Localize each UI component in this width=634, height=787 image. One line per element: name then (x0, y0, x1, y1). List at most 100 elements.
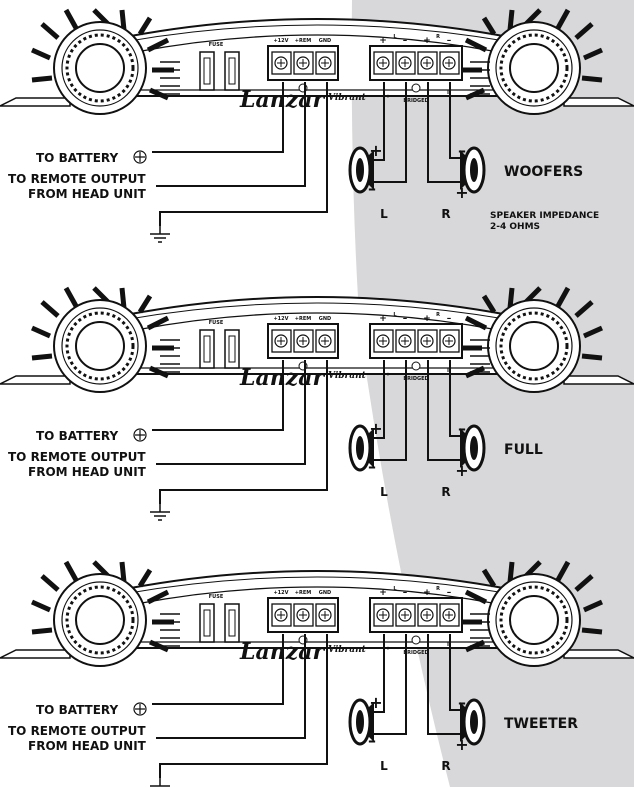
background-shade (351, 0, 634, 787)
remote-label-line1: TO REMOTE OUTPUT (8, 172, 146, 186)
impedance-note-line2: 2-4 OHMS (490, 222, 540, 232)
right-plus-mark: + (455, 183, 468, 202)
battery-label: TO BATTERY (36, 703, 118, 717)
speaker-minus-mark: – (403, 36, 408, 46)
speaker-minus-mark: – (447, 36, 452, 46)
amp-channel-left: L (393, 34, 397, 40)
sub-brand-logo: Vibrant (328, 645, 367, 655)
battery-wire (152, 82, 284, 153)
sub-brand-logo: Vibrant (328, 371, 367, 381)
left-plus-mark: + (369, 141, 382, 160)
bridged-minus-mark: – (442, 372, 445, 378)
left-channel-label: L (380, 485, 388, 499)
bridged-label: BRIDGED (403, 98, 428, 104)
battery-wire (152, 360, 284, 431)
speaker-plus-mark: + (423, 314, 431, 324)
bridged-minus-mark: – (442, 94, 445, 100)
power-terminal-label: GND (319, 38, 331, 44)
left-minus-mark: – (368, 731, 376, 750)
battery-label: TO BATTERY (36, 151, 118, 165)
bridged-plus-mark: + (386, 94, 390, 100)
right-minus-mark: – (458, 693, 466, 712)
power-terminal-label: +12V (273, 316, 288, 322)
ground-wire (159, 360, 328, 504)
ground-icon (149, 503, 171, 521)
right-minus-mark: – (458, 419, 466, 438)
speaker-plus-mark: + (423, 588, 431, 598)
amp-channel-left: L (393, 586, 397, 592)
speaker-minus-mark: – (403, 588, 408, 598)
remote-label-line2: FROM HEAD UNIT (28, 739, 147, 753)
impedance-note-line1: SPEAKER IMPEDANCE (490, 211, 599, 221)
right-minus-wire (449, 360, 464, 437)
speaker-minus-mark: – (403, 314, 408, 324)
ground-icon (149, 225, 171, 243)
speaker-plus-mark: + (423, 36, 431, 46)
fuse-label: FUSE (209, 594, 224, 600)
battery-label: TO BATTERY (36, 429, 118, 443)
right-minus-wire (449, 634, 464, 711)
bridged-label: BRIDGED (403, 376, 428, 382)
bridged-minus-mark: – (442, 646, 445, 652)
left-minus-wire (372, 82, 407, 183)
power-terminal-label: +12V (273, 590, 288, 596)
left-minus-mark: – (368, 457, 376, 476)
ground-wire (159, 82, 328, 226)
amp-channel-right: R (436, 586, 440, 592)
speaker-plus-mark: + (379, 314, 387, 324)
left-channel-label: L (380, 759, 388, 773)
remote-label-line2: FROM HEAD UNIT (28, 465, 147, 479)
left-plus-mark: + (369, 693, 382, 712)
amp-channel-left: L (393, 312, 397, 318)
sub-brand-logo: Vibrant (328, 93, 367, 103)
fuse-label: FUSE (209, 42, 224, 48)
left-channel-label: L (380, 207, 388, 221)
battery-wire (152, 634, 284, 705)
battery-plus-icon-cross (135, 704, 145, 714)
remote-label-line1: TO REMOTE OUTPUT (8, 724, 146, 738)
right-plus-wire (427, 82, 462, 183)
power-terminal-label: +REM (295, 38, 311, 44)
power-terminal-label: GND (319, 316, 331, 322)
bridged-plus-mark: + (386, 372, 390, 378)
bridged-label: BRIDGED (403, 650, 428, 656)
bridged-plus-mark: + (386, 646, 390, 652)
left-plus-mark: + (369, 419, 382, 438)
power-terminal-label: GND (319, 590, 331, 596)
power-terminal-label: +12V (273, 38, 288, 44)
right-plus-mark: + (455, 461, 468, 480)
right-minus-mark: – (458, 141, 466, 160)
amp-channel-right: R (436, 312, 440, 318)
remote-wire (156, 360, 306, 465)
right-plus-wire (427, 360, 462, 461)
right-channel-label: R (441, 485, 450, 499)
ground-wire (159, 634, 328, 778)
right-plus-mark: + (455, 735, 468, 754)
amp-channel-right: R (436, 34, 440, 40)
left-minus-wire (372, 634, 407, 735)
remote-wire (156, 82, 306, 187)
mode-label: TWEETER (504, 716, 578, 732)
fuse-label: FUSE (209, 320, 224, 326)
battery-plus-icon-cross (135, 430, 145, 440)
right-plus-wire (427, 634, 462, 735)
battery-plus-icon-cross (135, 152, 145, 162)
speaker-minus-mark: – (447, 314, 452, 324)
speaker-plus-mark: + (379, 588, 387, 598)
remote-label-line1: TO REMOTE OUTPUT (8, 450, 146, 464)
power-terminal-label: +REM (295, 316, 311, 322)
ground-icon (149, 777, 171, 787)
remote-wire (156, 634, 306, 739)
remote-label-line2: FROM HEAD UNIT (28, 187, 147, 201)
speaker-minus-mark: – (447, 588, 452, 598)
mode-label: WOOFERS (504, 164, 583, 180)
mode-label: FULL (504, 442, 543, 458)
left-minus-wire (372, 360, 407, 461)
left-minus-mark: – (368, 179, 376, 198)
right-minus-wire (449, 82, 464, 159)
